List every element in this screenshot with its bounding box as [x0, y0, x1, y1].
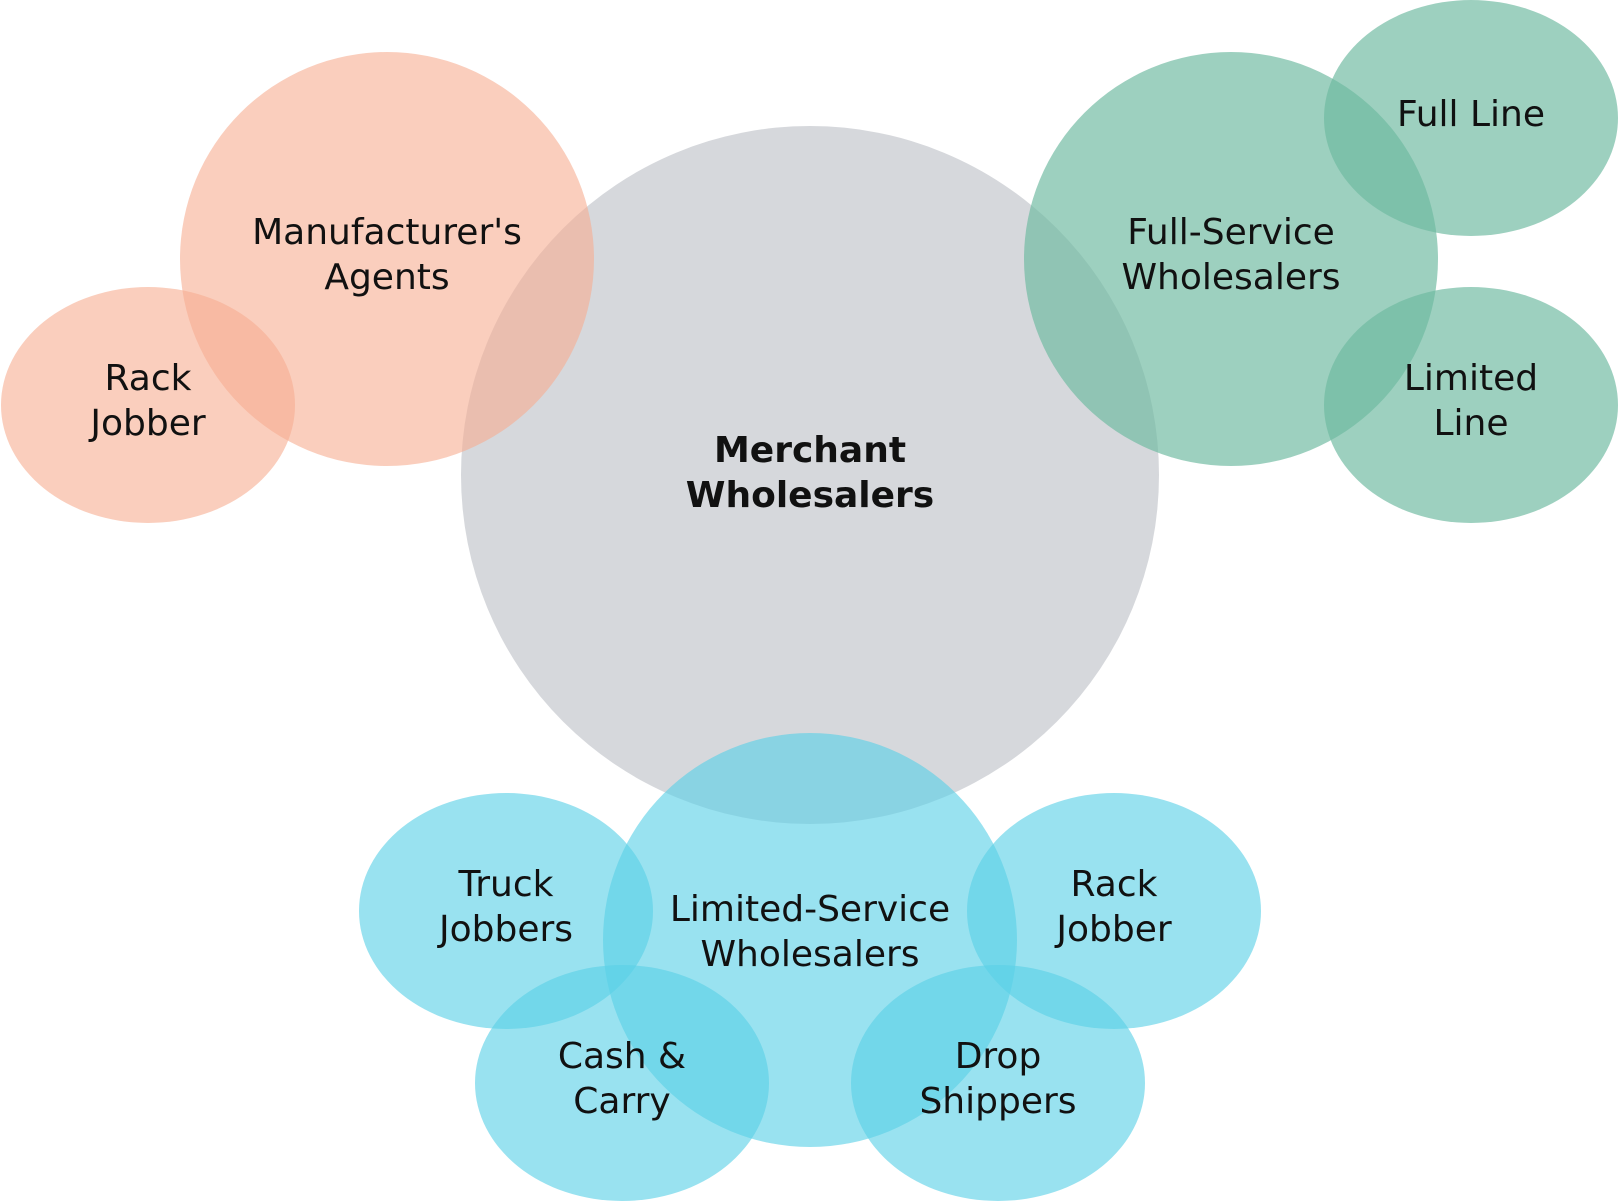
truck-jobbers-line1: Truck: [458, 864, 554, 905]
limited-rack-jobber-label: Rack Jobber: [1054, 864, 1171, 950]
cash-carry-line2: Carry: [573, 1081, 670, 1122]
merchant-wholesalers-circle: [461, 126, 1159, 824]
drop-shippers-label: Drop Shippers: [919, 1036, 1076, 1122]
agents-rack-jobber-ellipse: [1, 287, 295, 523]
drop-shippers-line1: Drop: [955, 1036, 1042, 1077]
full-line-ellipse: [1324, 0, 1618, 236]
truck-jobbers-label: Truck Jobbers: [437, 864, 573, 950]
agents-rack-jobber-line1: Rack: [105, 358, 192, 399]
truck-jobbers-line2: Jobbers: [437, 909, 573, 950]
cash-carry-line1: Cash &: [558, 1036, 686, 1077]
limited-rack-jobber-line2: Jobber: [1054, 909, 1171, 950]
limited-service-wholesalers-label: Limited-Service Wholesalers: [670, 889, 950, 975]
limited-service-line2: Wholesalers: [700, 934, 919, 975]
manufacturers-agents-label: Manufacturer's Agents: [252, 212, 522, 298]
limited-line-line2: Line: [1433, 403, 1508, 444]
agents-rack-jobber-label: Rack Jobber: [88, 358, 205, 444]
manufacturers-agents-line2: Agents: [324, 257, 449, 298]
full-service-wholesalers-label: Full-Service Wholesalers: [1121, 212, 1340, 298]
truck-jobbers-ellipse: [359, 793, 653, 1029]
cash-carry-label: Cash & Carry: [558, 1036, 686, 1122]
limited-line-label: Limited Line: [1404, 358, 1538, 444]
merchant-wholesalers-label: Merchant Wholesalers: [686, 430, 934, 516]
cash-carry-ellipse: [475, 965, 769, 1201]
full-line-line1: Full Line: [1397, 94, 1545, 135]
manufacturers-agents-line1: Manufacturer's: [252, 212, 522, 253]
drop-shippers-ellipse: [851, 965, 1145, 1201]
limited-line-line1: Limited: [1404, 358, 1538, 399]
limited-rack-jobber-ellipse: [967, 793, 1261, 1029]
limited-service-line1: Limited-Service: [670, 889, 950, 930]
limited-line-ellipse: [1324, 287, 1618, 523]
limited-rack-jobber-line1: Rack: [1071, 864, 1158, 905]
merchant-wholesalers-line2: Wholesalers: [686, 475, 934, 516]
agents-rack-jobber-line2: Jobber: [88, 403, 205, 444]
drop-shippers-line2: Shippers: [919, 1081, 1076, 1122]
full-service-line1: Full-Service: [1127, 212, 1335, 253]
full-line-label: Full Line: [1397, 94, 1545, 135]
merchant-wholesalers-line1: Merchant: [714, 430, 906, 471]
full-service-line2: Wholesalers: [1121, 257, 1340, 298]
